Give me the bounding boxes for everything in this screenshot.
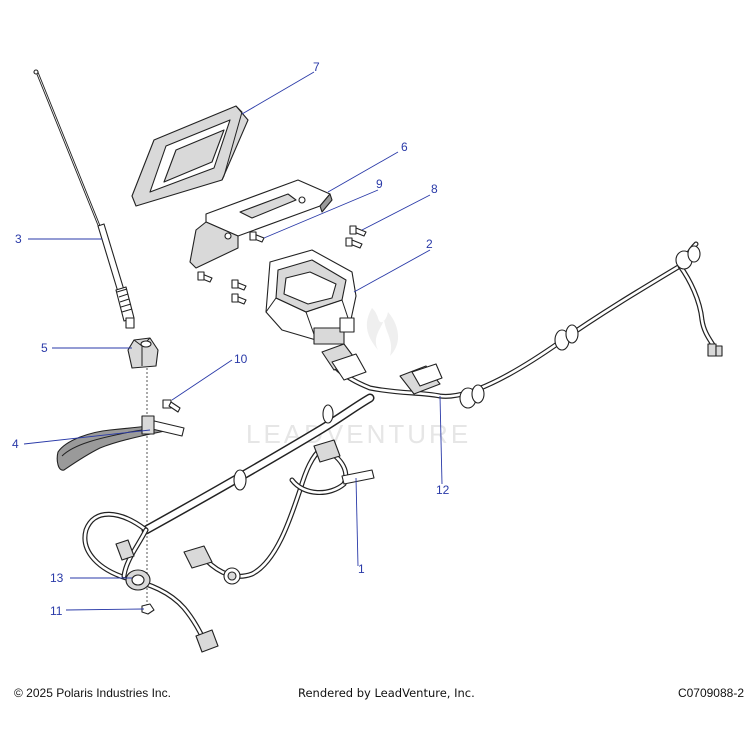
callout-11[interactable]: 11 (50, 604, 63, 618)
leader-11 (65, 608, 145, 611)
part-12-harness (321, 241, 723, 409)
callout-9[interactable]: 9 (376, 177, 383, 191)
part-6-bracket (189, 179, 333, 269)
leader-2 (353, 249, 431, 293)
callouts: 1 2 3 4 5 6 7 8 9 10 11 12 13 (12, 60, 450, 618)
leader-lines (23, 71, 443, 611)
part-3-antenna (33, 69, 135, 329)
leader-1 (355, 477, 359, 567)
callout-1[interactable]: 1 (358, 562, 365, 576)
part-11-nut (141, 603, 155, 615)
leader-4 (23, 429, 151, 445)
leader-8 (361, 194, 431, 231)
callout-10[interactable]: 10 (234, 352, 248, 366)
leader-9 (263, 189, 379, 239)
part-8-screws (345, 225, 367, 249)
part-5-antenna-mount (127, 337, 159, 369)
callout-7[interactable]: 7 (313, 60, 320, 74)
callout-3[interactable]: 3 (15, 232, 22, 246)
leader-12 (439, 395, 443, 485)
watermark-logo: LEADVENTURE (246, 308, 471, 449)
part-2-radio-module (265, 249, 357, 345)
callout-6[interactable]: 6 (401, 140, 408, 154)
part-9-screws (197, 231, 265, 305)
callout-12[interactable]: 12 (436, 483, 450, 497)
callout-8[interactable]: 8 (431, 182, 438, 196)
callout-2[interactable]: 2 (426, 237, 433, 251)
watermark-text: LEADVENTURE (246, 419, 471, 449)
diagram-code: C0709088-2 (677, 686, 744, 700)
callout-13[interactable]: 13 (50, 571, 64, 585)
part-7-bezel (131, 105, 249, 207)
part-1-harness (82, 393, 375, 653)
copyright-text: © 2025 Polaris Industries Inc. (14, 686, 171, 700)
part-4-strap (56, 415, 185, 471)
rendered-by-text: Rendered by LeadVenture, Inc. (298, 686, 475, 700)
leader-10 (171, 359, 233, 401)
leader-7 (241, 71, 315, 115)
leader-6 (327, 151, 399, 193)
callout-5[interactable]: 5 (41, 341, 48, 355)
callout-4[interactable]: 4 (12, 437, 19, 451)
part-10-screw (162, 399, 181, 413)
